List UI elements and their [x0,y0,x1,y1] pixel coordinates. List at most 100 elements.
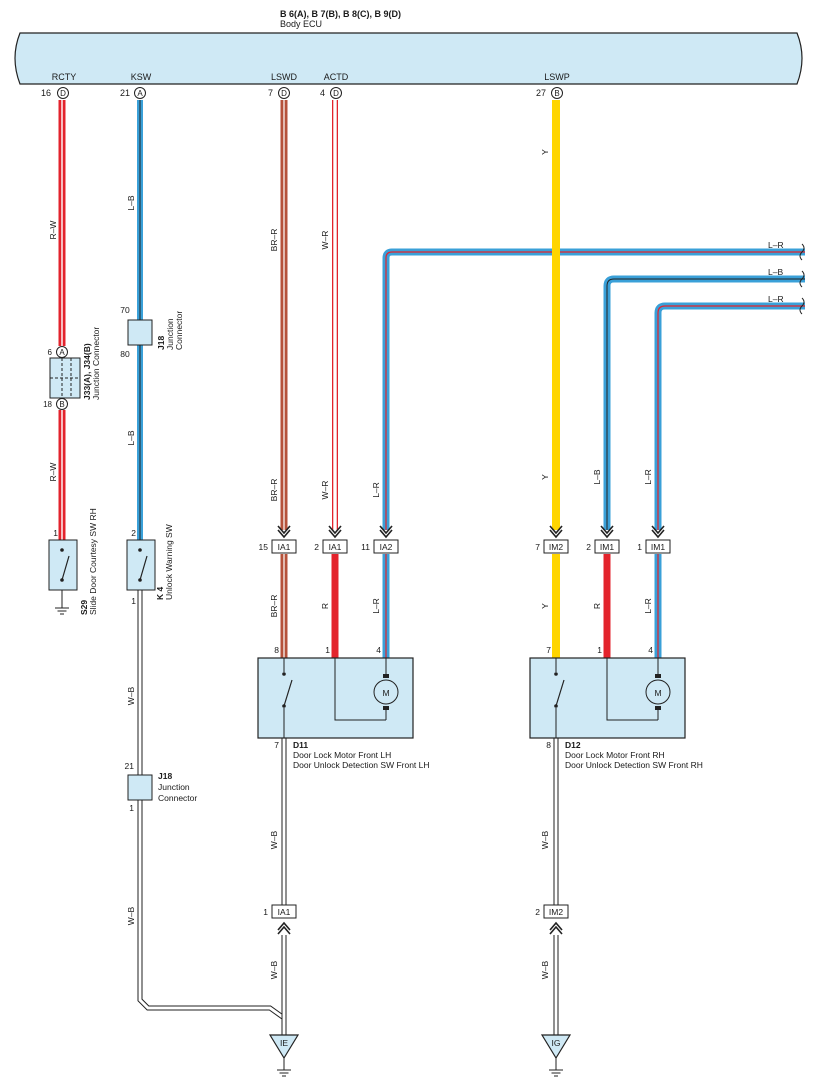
terminal-ksw-label: KSW [131,72,152,82]
d11-pin-8: 8 [274,645,279,655]
ecu-name: Body ECU [280,19,322,29]
ecu-terminals: RCTY KSW LSWD ACTD LSWP 16 21 7 4 27 [41,72,570,98]
j33-pin-top: 6 [48,348,53,357]
terminal-lswp-conn: B [554,89,559,98]
label-right-lr1: L–R [768,240,784,250]
j18-lower-pin-bottom: 1 [129,803,134,813]
s29-name: Slide Door Courtesy SW RH [88,508,98,615]
j18-upper-name-2: Connector [174,311,184,350]
terminal-ksw-conn: A [137,89,143,98]
connector-im1-1-code: IM1 [651,542,665,552]
connector-ia1-1-pin: 1 [263,907,268,917]
j18-lower-name-2: Connector [158,793,197,803]
switch-k4: 2 1 K 4 Unlock Warning SW [126,524,174,606]
d11-pin-1: 1 [325,645,330,655]
label-lr-a-low: L–R [371,598,381,614]
wire-lr-a [382,248,805,658]
d11-line1: Door Lock Motor Front LH [293,750,391,760]
connector-im1-1-pin: 1 [637,542,642,552]
j33-pin-bottom: 18 [43,400,52,409]
wire-lb-right [603,275,805,658]
terminal-actd-label: ACTD [324,72,349,82]
label-lr-b-low: L–R [643,598,653,614]
d12-line1: Door Lock Motor Front RH [565,750,665,760]
ecu-box [14,32,803,85]
ground-ie-label: IE [280,1038,288,1048]
terminal-rcty-conn: D [60,89,66,98]
connector-ia1-15-pin: 15 [259,542,269,552]
wire-continuation-marks [799,243,805,315]
d12-pin-8: 8 [546,740,551,750]
terminal-lswd-conn: D [281,89,287,98]
terminal-ksw-pin: 21 [120,88,130,98]
ecu-terminal-circles: D A D D B [57,87,563,99]
connector-ia1-1-code: IA1 [278,907,291,917]
j33-conn-top: A [59,348,65,357]
terminal-rcty-label: RCTY [52,72,77,82]
k4-name: Unlock Warning SW [164,524,174,600]
label-wb-k4: W–B [126,686,136,705]
label-right-lb: L–B [768,267,783,277]
label-right-lr2: L–R [768,294,784,304]
k4-pin-bottom: 1 [131,596,136,606]
label-r-a: R [320,603,330,609]
wire-wb-k4 [137,590,286,1021]
wire-lr-b [654,302,805,658]
inline-connectors: IA1 15 IA1 2 IA2 11 IM2 7 IM1 2 IM1 1 IA… [259,525,671,935]
j18-lower-code: J18 [158,771,172,781]
label-r-b: R [592,603,602,609]
terminal-actd-pin: 4 [320,88,325,98]
s29-code: S29 [79,600,89,615]
s29-pin: 1 [53,528,58,538]
label-y-top: Y [540,149,550,155]
terminal-lswd-pin: 7 [268,88,273,98]
j18-lower-pin-top: 21 [125,761,135,771]
connector-im2-2-code: IM2 [549,907,563,917]
d12-pin-1: 1 [597,645,602,655]
label-rw-top: R–W [48,221,58,240]
connector-ia2-11-code: IA2 [380,542,393,552]
label-lb-top: L–B [126,195,136,210]
connector-ia1-15-code: IA1 [278,542,291,552]
label-lb-bottom: L–B [126,430,136,445]
junction-j18-lower: 21 1 J18 Junction Connector [125,761,198,813]
d12-motor-icon: M [654,688,661,698]
j18-lower-name-1: Junction [158,782,190,792]
label-brr-top: BR–R [269,229,279,252]
switch-s29: 1 S29 Slide Door Courtesy SW RH [48,508,98,615]
d11-pin-7: 7 [274,740,279,750]
ground-ig: IG [540,1034,572,1077]
connector-ia2-11-pin: 11 [361,542,370,552]
k4-pin-top: 2 [131,528,136,538]
connector-ia1-2-pin: 2 [314,542,319,552]
junction-j33: A 6 B 18 J33(A), J34(B) Junction Connect… [43,327,101,410]
connector-im2-2-pin: 2 [535,907,540,917]
wire-labels: R–W R–W L–B L–B W–B W–B BR–R BR–R BR–R W… [48,149,784,979]
label-wb-d12-ground: W–B [540,960,550,979]
label-y-low: Y [540,603,550,609]
ground-ie: IE [268,1034,300,1077]
terminal-lswp-label: LSWP [544,72,570,82]
ground-ig-label: IG [552,1038,561,1048]
label-wb-d12: W–B [540,830,550,849]
connector-im2-7-pin: 7 [535,542,540,552]
label-lr-b-mid: L–R [643,469,653,485]
j18-upper-pin-top: 70 [120,305,130,315]
label-y-mid: Y [540,474,550,480]
connector-ia1-2-code: IA1 [329,542,342,552]
junction-j18-upper: 70 80 J18 Junction Connector [120,305,184,359]
label-wb-j18: W–B [126,906,136,925]
j18-upper-name-1: Junction [165,318,175,350]
label-wr-top: W–R [320,231,330,250]
k4-code: K 4 [155,587,165,601]
body-ecu: B 6(A), B 7(B), B 8(C), B 9(D) Body ECU [14,9,803,85]
label-wr-mid: W–R [320,481,330,500]
label-brr-low: BR–R [269,595,279,618]
terminal-lswd-label: LSWD [271,72,298,82]
d12-code: D12 [565,740,581,750]
door-lock-motor-lh: 8 1 4 7 M D11 Door Lock Motor Front LH D… [257,645,430,770]
label-lr-a-mid: L–R [371,482,381,498]
connector-im1-2-code: IM1 [600,542,614,552]
label-wb-d11-ground: W–B [269,960,279,979]
